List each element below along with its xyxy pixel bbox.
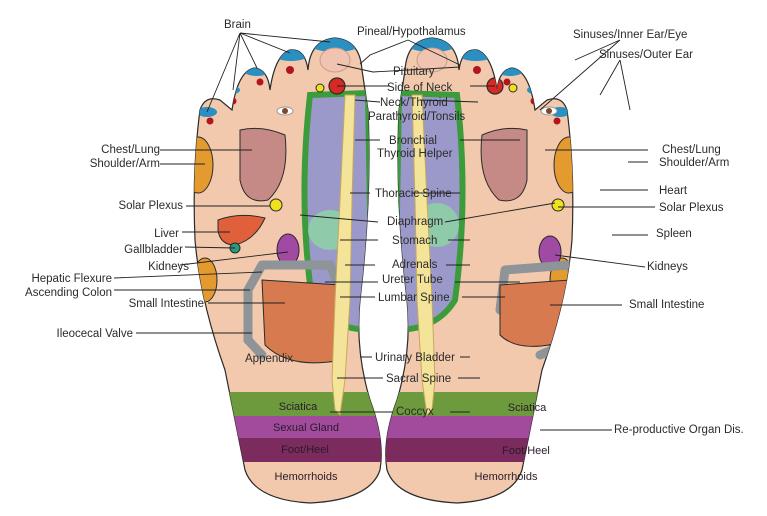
label-brain: Brain [224, 19, 251, 31]
toe-cap-1 [404, 38, 460, 52]
label-heart: Heart [659, 185, 688, 197]
label-liver: Liver [154, 228, 179, 240]
label-chest-lung-right: Chest/Lung [662, 144, 721, 156]
solar-plexus [551, 198, 565, 212]
lung [480, 127, 528, 202]
label-side-of-neck: Side of Neck [387, 82, 453, 94]
heart [576, 164, 612, 218]
label-solar-plexus-left: Solar Plexus [118, 200, 183, 212]
label-ascending-colon: Ascending Colon [25, 287, 112, 299]
toe-cap-2 [273, 47, 309, 61]
label-diaphragm: Diaphragm [387, 216, 444, 228]
liver [217, 214, 266, 246]
label-solar-plexus-right: Solar Plexus [659, 202, 724, 214]
brain-reflex [319, 47, 351, 73]
toe-cap-1 [307, 38, 363, 52]
label-parathyroid-tonsils: Parathyroid/Tonsils [368, 111, 466, 123]
band-hemorrhoids-left: Hemorrhoids [274, 471, 338, 483]
toe-dot [256, 78, 264, 86]
foot-heel-band [385, 438, 573, 462]
shoulder-reflex [194, 136, 214, 194]
label-shoulder-arm-right: Shoulder/Arm [659, 157, 730, 169]
label-chest-lung-left: Chest/Lung [101, 144, 160, 156]
band-sciatica-right: Sciatica [507, 402, 547, 414]
toe-dot [553, 117, 561, 125]
label-stomach: Stomach [392, 235, 438, 247]
small-intestine [261, 279, 343, 364]
label-hepatic-flexure: Hepatic Flexure [31, 273, 112, 285]
label-appendix: Appendix [245, 353, 293, 365]
label-thoracic-spine: Thoracic Spine [375, 188, 452, 200]
label-adrenals: Adrenals [392, 259, 438, 271]
side-of-neck [508, 83, 518, 93]
label-bronchial: Bronchial [389, 135, 437, 147]
spine [331, 94, 356, 417]
side-of-neck [315, 83, 325, 93]
band-foot-heel-left: Foot/Heel [281, 444, 329, 456]
band-hemorrhoids-right: Hemorrhoids [474, 471, 538, 483]
toe-cap-3 [496, 64, 524, 76]
toe-dot [473, 66, 481, 74]
label-coccyx: Coccyx [396, 406, 434, 418]
label-reproductive-organ: Re-productive Organ Dis. [614, 424, 744, 436]
spine [411, 94, 436, 417]
label-lumbar-spine: Lumbar Spine [378, 292, 450, 304]
toe-cap-2 [458, 47, 494, 61]
band-sexual-gland-left: Sexual Gland [272, 422, 340, 434]
label-pituitary: Pituitary [393, 66, 435, 78]
lung [239, 127, 287, 202]
label-small-intestine-right: Small Intestine [629, 299, 705, 311]
toe-dot [286, 66, 294, 74]
sexual-gland-band [194, 416, 382, 438]
label-shoulder-arm-left: Shoulder/Arm [89, 158, 160, 170]
label-neck-thyroid: Neck/Thyroid [380, 97, 448, 109]
eye-pupil [546, 108, 552, 114]
label-sinuses-inner-ear-eye: Sinuses/Inner Ear/Eye [573, 29, 688, 41]
label-sacral-spine: Sacral Spine [386, 373, 452, 385]
band-foot-heel-right: Foot/Heel [502, 445, 550, 457]
shoulder-reflex [553, 136, 573, 194]
label-ileocecal-valve: Ileocecal Valve [56, 328, 134, 340]
label-spleen: Spleen [656, 228, 692, 240]
sexual-gland-band [385, 416, 573, 438]
label-urinary-bladder: Urinary Bladder [375, 352, 455, 364]
toe-cap-3 [243, 64, 271, 76]
label-pineal-hypothalamus: Pineal/Hypothalamus [357, 26, 466, 38]
label-ureter-tube: Ureter Tube [382, 274, 443, 286]
toe-dot [503, 78, 511, 86]
label-kidneys-right: Kidneys [647, 261, 688, 273]
label-thyroid-helper: Thyroid Helper [377, 148, 453, 160]
eye-pupil [282, 108, 288, 114]
band-sciatica-left: Sciatica [278, 401, 318, 413]
label-gallbladder: Gallbladder [124, 244, 183, 256]
leader-lines [113, 32, 655, 431]
label-sinuses-outer-ear: Sinuses/Outer Ear [599, 49, 693, 61]
brain-reflex [416, 47, 448, 73]
toe-dot [206, 117, 214, 125]
kidney-side-reflex [194, 257, 218, 303]
label-small-intestine-left: Small Intestine [128, 298, 204, 310]
label-kidneys-left: Kidneys [148, 261, 189, 273]
solar-plexus [269, 198, 283, 212]
